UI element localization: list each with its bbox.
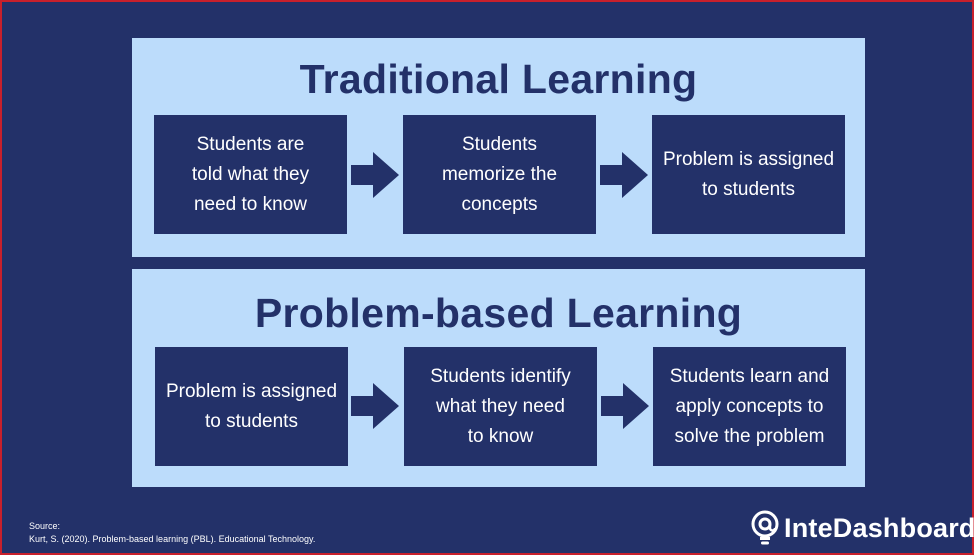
source-text: Kurt, S. (2020). Problem-based learning … <box>29 534 316 544</box>
intedashboard-logo: InteDashboard TM <box>750 510 974 546</box>
traditional-step-2-text: Students memorize the concepts <box>441 133 558 215</box>
traditional-step-3-text: Problem is assigned to students <box>662 148 835 200</box>
pbl-step-3-text: Students learn and apply concepts to sol… <box>669 365 830 447</box>
traditional-step-1-text: Students are told what they need to know <box>191 133 310 215</box>
pbl-step-2-text: Students identify what they need to know <box>430 365 571 447</box>
traditional-learning-title: Traditional Learning <box>299 56 698 102</box>
pbl-step-1-text: Problem is assigned to students <box>165 380 338 432</box>
traditional-learning-panel: Traditional Learning Students are told w… <box>132 38 865 257</box>
pbl-step-3: Students learn and apply concepts to sol… <box>653 347 846 466</box>
pbl-step-1: Problem is assigned to students <box>155 347 348 466</box>
source-label: Source: <box>29 521 61 531</box>
arrow-right-icon <box>600 152 648 198</box>
traditional-step-2: Students memorize the concepts <box>403 115 596 234</box>
source-citation: Source: Kurt, S. (2020). Problem-based l… <box>29 520 315 546</box>
pbl-title: Problem-based Learning <box>254 290 743 336</box>
arrow-right-icon <box>601 383 649 429</box>
lightbulb-at-icon <box>751 510 779 545</box>
traditional-step-3: Problem is assigned to students <box>652 115 845 234</box>
pbl-step-2: Students identify what they need to know <box>404 347 597 466</box>
logo-text: InteDashboard <box>784 512 974 543</box>
traditional-step-1: Students are told what they need to know <box>154 115 347 234</box>
pbl-panel: Problem-based Learning Problem is assign… <box>132 269 865 487</box>
arrow-right-icon <box>351 152 399 198</box>
arrow-right-icon <box>351 383 399 429</box>
